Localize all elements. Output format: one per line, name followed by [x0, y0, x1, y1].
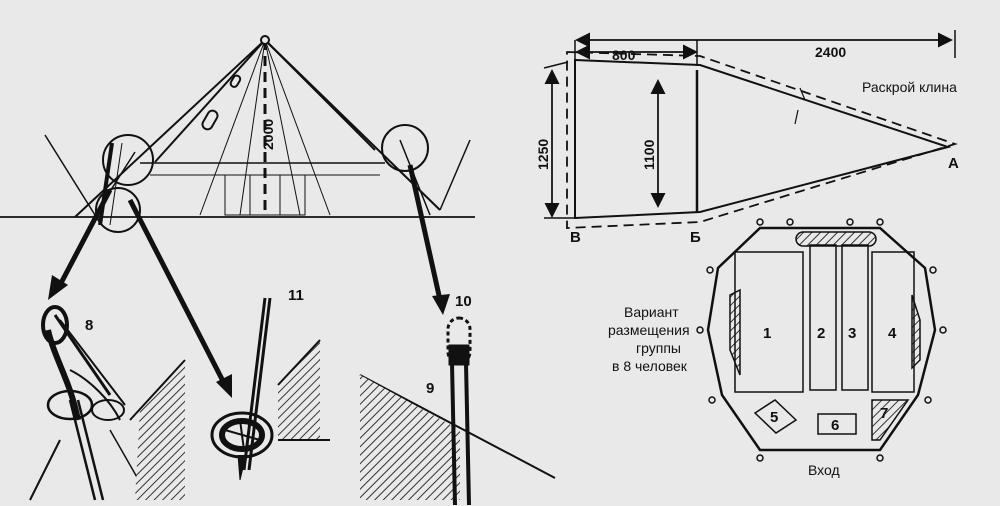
detail-arrows: [57, 164, 443, 387]
arrow-heads: [48, 275, 450, 398]
layout-caption-3: группы: [636, 340, 681, 356]
layout-caption-1: Вариант: [624, 304, 679, 320]
detail-11-label: 11: [288, 287, 304, 304]
corner-b-label: Б: [690, 229, 701, 246]
tent-height-label: 2000: [260, 119, 276, 150]
detail-9-label: 9: [426, 380, 434, 397]
pattern-height-inner-label: 1100: [641, 139, 657, 170]
pattern-title: Раскрой клина: [862, 79, 957, 95]
place-5: 5: [770, 409, 778, 426]
pattern-width-label: 800: [612, 47, 636, 63]
entrance-label: Вход: [808, 462, 840, 478]
place-3: 3: [848, 325, 856, 342]
tent-side-view: [0, 35, 475, 233]
layout-caption-2: размещения: [608, 322, 690, 338]
detail-9-10-pole-tip: [359, 316, 556, 506]
place-1: 1: [763, 325, 771, 342]
corner-v-label: В: [570, 229, 581, 246]
place-7: 7: [880, 405, 888, 422]
corner-a-label: А: [948, 155, 959, 172]
detail-10-label: 10: [455, 293, 472, 310]
place-4: 4: [888, 325, 897, 342]
tent-pegs: [696, 218, 947, 462]
place-6: 6: [831, 417, 839, 434]
pattern-height-outer-label: 1250: [535, 139, 551, 170]
floor-layout: [706, 226, 937, 452]
detail-8-rope-knot: [29, 305, 186, 501]
wedge-pattern: [543, 30, 958, 229]
detail-pole-base: [210, 297, 330, 481]
detail-8-label: 8: [85, 317, 93, 334]
pattern-length-label: 2400: [815, 44, 846, 60]
place-2: 2: [817, 325, 825, 342]
layout-caption-4: в 8 человек: [612, 358, 688, 374]
